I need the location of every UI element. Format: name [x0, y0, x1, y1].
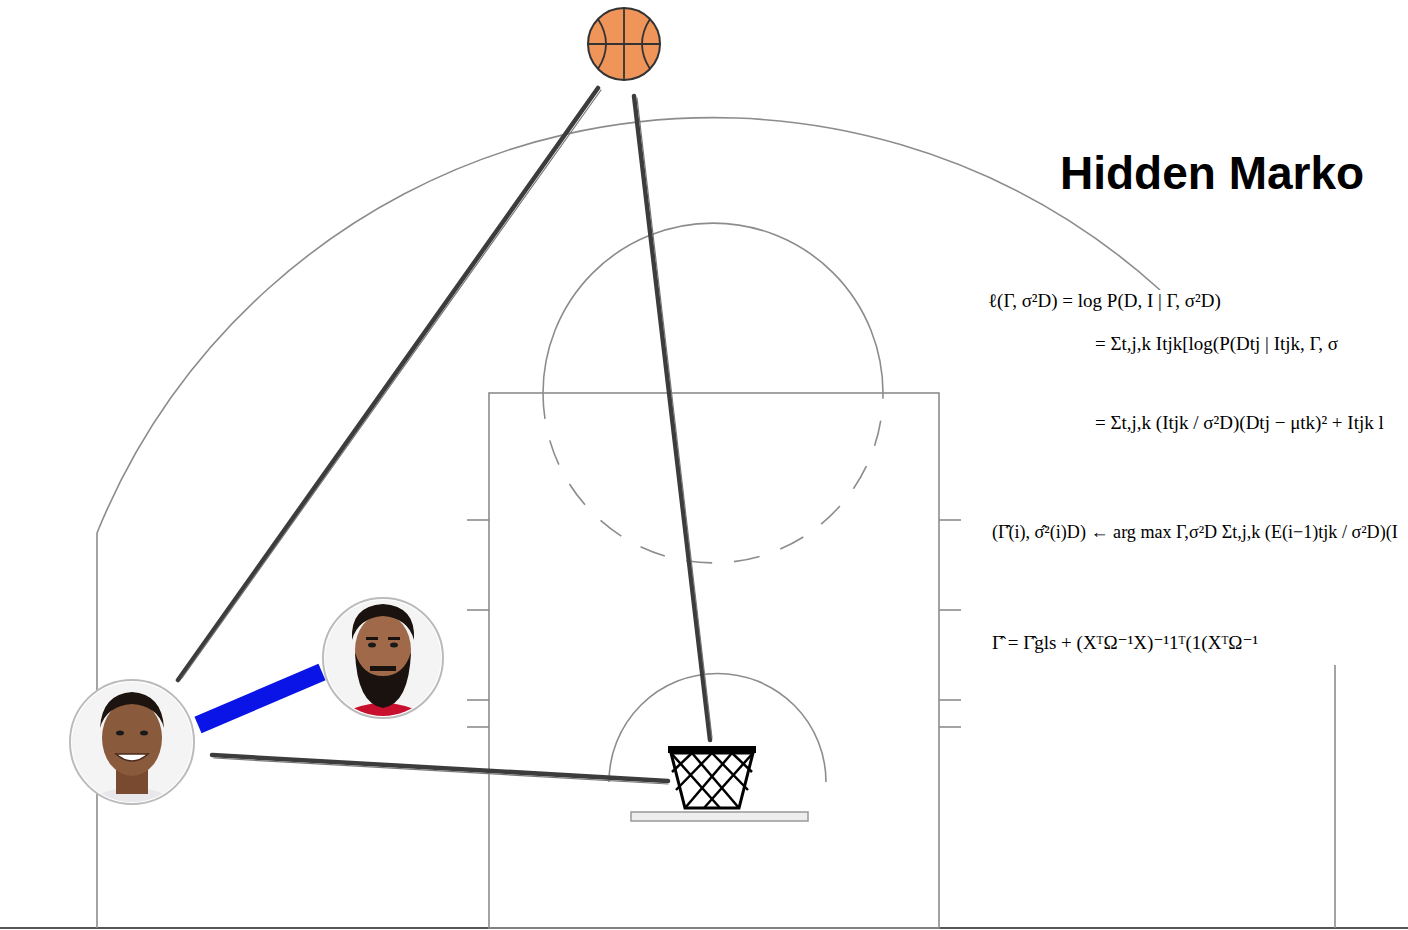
equation-line: = Σt,j,k (Itjk / σ²D)(Dtj − μtk)² + Itjk…	[1093, 412, 1386, 435]
shot-line	[212, 755, 668, 781]
free-throw-circle-dashed	[543, 393, 883, 563]
pass-lines	[178, 88, 712, 784]
equation-line: (Γ̂(i), σ̂²(i)D) ← arg max Γ,σ²D Σt,j,k …	[990, 522, 1400, 544]
player-photo	[323, 598, 443, 718]
ball-line	[182, 90, 601, 678]
lane	[489, 393, 939, 928]
ball-line	[178, 88, 598, 680]
hash-mark	[939, 726, 961, 728]
hash-mark	[467, 519, 489, 521]
equation-line: Γ̂ = Γ̂gls + (XᵀΩ⁻¹X)⁻¹1ᵀ(1(XᵀΩ⁻¹	[990, 632, 1260, 655]
basketball	[588, 8, 660, 80]
hash-mark	[467, 609, 489, 611]
net-mesh	[671, 753, 753, 808]
ball-seam	[642, 19, 650, 69]
photo-frame	[70, 680, 194, 804]
court-lines	[0, 118, 1408, 928]
hash-mark	[467, 699, 489, 701]
player-photo	[70, 680, 194, 804]
ball	[588, 8, 660, 80]
ball-seam	[598, 19, 606, 69]
backboard	[631, 812, 808, 821]
basket-net	[668, 746, 756, 808]
hash-mark	[939, 519, 961, 521]
sideline	[1334, 665, 1336, 928]
ball-seam	[623, 8, 625, 80]
equation-line: ℓ(Γ, σ²D) = log P(D, I | Γ, σ²D)	[986, 290, 1223, 313]
hash-mark	[939, 699, 961, 701]
three-point-arc	[97, 118, 1160, 533]
slide-title: Hidden Marko	[1060, 148, 1364, 199]
equation-line: = Σt,j,k Itjk[log(P(Dtj | Itjk, Γ, σ	[1093, 333, 1340, 356]
hash-mark	[939, 609, 961, 611]
ball-basket-line	[637, 98, 712, 738]
free-throw-circle	[543, 223, 883, 393]
shot-line	[214, 758, 668, 784]
photo-frame	[323, 598, 443, 718]
net	[671, 753, 753, 808]
hash-mark	[467, 726, 489, 728]
ball-basket-line	[634, 96, 710, 740]
defender-link	[198, 672, 322, 725]
